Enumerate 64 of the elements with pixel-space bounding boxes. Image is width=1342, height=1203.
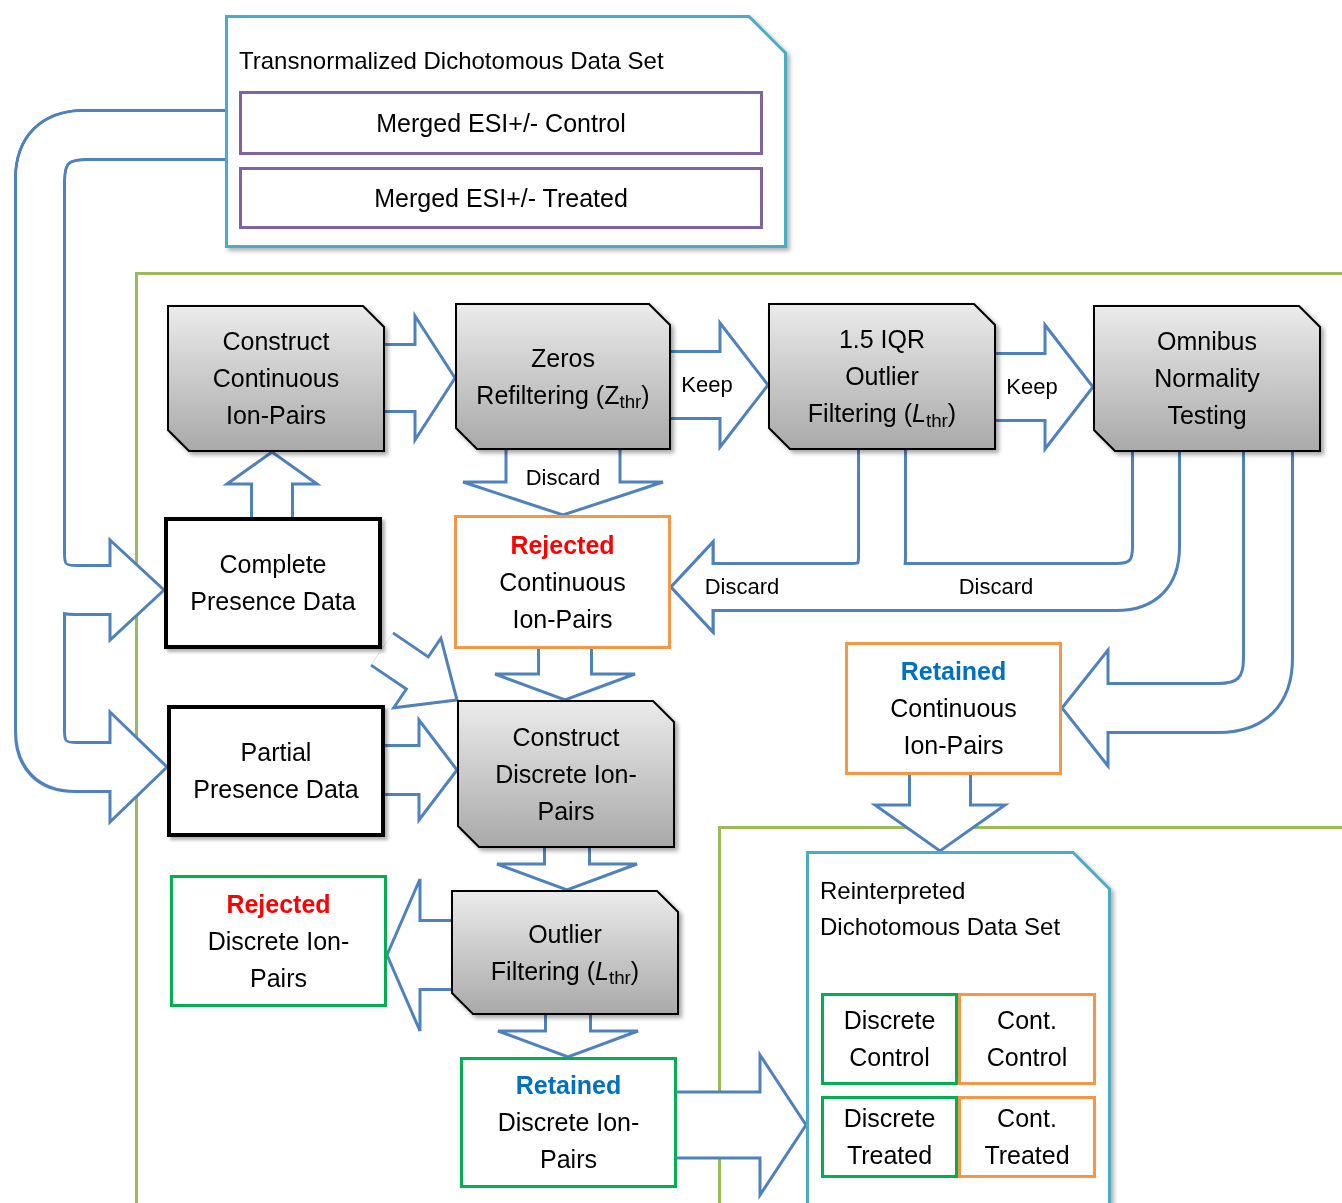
block-arrow xyxy=(1060,452,1294,768)
result-box xyxy=(454,515,671,649)
result-box xyxy=(460,1057,677,1188)
block-arrow xyxy=(996,323,1095,451)
data-box xyxy=(239,91,763,155)
block-arrow xyxy=(495,848,639,892)
dataset-box xyxy=(225,15,787,248)
edge-label: Keep xyxy=(1006,374,1058,400)
box-label: 1.5 IQR Outlier Filtering (L$_{thr}$) xyxy=(806,324,958,432)
box-label: Omnibus Normality Testing xyxy=(1153,326,1261,431)
box-label: Discrete Control xyxy=(842,1005,937,1073)
dataset-box xyxy=(806,851,1111,1203)
result-box xyxy=(845,642,1062,775)
block-arrow xyxy=(370,631,459,710)
result-box xyxy=(170,875,387,1007)
process-box xyxy=(451,890,679,1015)
result-box xyxy=(958,1096,1096,1178)
process-box xyxy=(457,700,675,848)
box-label: Merged ESI+/- Control xyxy=(376,107,626,139)
block-arrow xyxy=(461,450,665,517)
box-heading: Retained xyxy=(515,1070,622,1101)
edge-label: Discard xyxy=(525,465,601,491)
box-label: Cont. Control xyxy=(985,1005,1069,1073)
box-label: Discrete Ion-Pairs xyxy=(496,1107,641,1175)
result-box xyxy=(821,1096,958,1178)
box-label: Partial Presence Data xyxy=(192,737,360,805)
box-label: Cont. Treated xyxy=(983,1103,1071,1171)
box-label: Discrete Treated xyxy=(842,1103,937,1171)
process-box xyxy=(1093,305,1321,452)
box-label: Discrete Ion-Pairs xyxy=(206,925,351,994)
box-label: Outlier Filtering (L$_{thr}$) xyxy=(489,918,641,990)
block-arrow xyxy=(873,775,1007,853)
box-label: Continuous Ion-Pairs xyxy=(889,693,1018,761)
box-heading: Rejected xyxy=(226,888,331,920)
block-arrow xyxy=(496,1015,640,1059)
box-label: Construct Continuous Ion-Pairs xyxy=(211,326,341,431)
data-box xyxy=(239,167,763,229)
block-arrow xyxy=(669,452,1181,634)
result-box xyxy=(821,993,958,1085)
block-arrow xyxy=(385,314,457,442)
box-heading: Rejected xyxy=(510,529,615,561)
edge-label: Keep xyxy=(681,372,733,398)
edge-label: Discard xyxy=(958,574,1034,600)
edge-label: Discard xyxy=(704,574,780,600)
box-heading: Retained xyxy=(900,656,1007,687)
dataset-title: Transnormalized Dichotomous Data Set xyxy=(239,46,665,76)
box-label: Merged ESI+/- Treated xyxy=(374,182,628,214)
box-label: Complete Presence Data xyxy=(189,549,357,617)
result-box xyxy=(958,993,1096,1085)
dataset-title: Reinterpreted Dichotomous Data Set xyxy=(820,876,1062,942)
data-box xyxy=(167,705,385,837)
data-box xyxy=(164,517,382,649)
block-arrow xyxy=(385,877,451,1033)
block-arrow xyxy=(671,321,770,449)
block-arrow xyxy=(385,718,459,822)
box-label: Zeros Refiltering (Z$_{thr}$) xyxy=(475,342,651,414)
process-box xyxy=(167,305,385,452)
process-box xyxy=(455,303,671,450)
box-label: Construct Discrete Ion-Pairs xyxy=(494,721,638,827)
block-arrow xyxy=(225,450,319,517)
block-arrow xyxy=(493,649,637,702)
block-arrow xyxy=(677,1053,808,1197)
box-label: Continuous Ion-Pairs xyxy=(498,566,627,635)
process-box xyxy=(768,303,996,450)
